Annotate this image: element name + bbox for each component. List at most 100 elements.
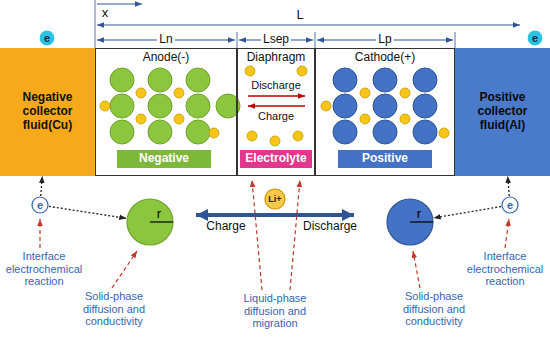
flow-label: Discharge (251, 79, 301, 92)
charge-discharge-arrow (196, 213, 354, 217)
cell-ground (95, 48, 455, 176)
node-text: e (507, 199, 513, 212)
region-band: Negative (117, 150, 211, 168)
lithium-ions (293, 131, 303, 141)
leader-lines (112, 251, 137, 288)
cathode-particles (333, 68, 437, 144)
electron-path (41, 176, 43, 196)
node-text: Positive collector fluid(Al) (455, 91, 550, 132)
lithium-ions (360, 114, 370, 124)
lithium-ions (439, 128, 449, 138)
node-text: e (44, 32, 50, 45)
electron-symbol: e (38, 29, 56, 47)
anode-region: Anode(-)Negative (95, 48, 237, 176)
region-band: Electrolyte (240, 150, 312, 168)
anode-particles (148, 68, 172, 92)
lithium-ions (247, 131, 257, 141)
radius-line (150, 221, 173, 222)
current-collector: Negative collector fluid(Cu) (0, 48, 95, 176)
electron-symbol: e (501, 196, 519, 214)
process-note: Interface electrochemical reaction (463, 250, 547, 288)
dimension-arrows (237, 32, 238, 48)
lithium-ions (245, 66, 255, 76)
dimension-arrows (97, 24, 520, 25)
circle-shape (387, 199, 433, 245)
anode-particles (110, 68, 240, 144)
node-text: Diaphragm (247, 51, 306, 65)
electron-symbol: e (31, 196, 49, 214)
dimension-label: Lp (376, 33, 393, 47)
lithium-ions (270, 136, 280, 146)
process-note: Liquid-phase diffusion and migration (228, 292, 322, 330)
circle-outline (126, 198, 174, 246)
lithium-ions (209, 128, 219, 138)
lithium-ions (136, 88, 146, 98)
dimension-label: Ln (157, 33, 174, 47)
leader-lines (39, 219, 40, 248)
lithium-ions (297, 66, 307, 76)
lithium-ions (136, 114, 146, 124)
lithium-ions (400, 88, 410, 98)
flow-label: Charge (206, 220, 245, 234)
ion-flow-arrows (248, 105, 305, 107)
lithium-ions (100, 101, 110, 111)
cathode-particles (373, 120, 397, 144)
cathode-particles (373, 68, 397, 92)
dimension-label: L (294, 8, 305, 23)
anode-particles (110, 68, 134, 92)
cathode-region: Cathode(+) Positive (315, 48, 455, 176)
cathode-particle: r (386, 198, 434, 246)
circle-shape (502, 197, 518, 213)
node-text: Negative (139, 152, 189, 166)
leader-lines (505, 219, 509, 248)
region-band: Positive (338, 150, 432, 168)
anode-particles (110, 94, 134, 118)
cathode-particles (373, 94, 397, 118)
lithium-ions (174, 88, 184, 98)
anode-particle: r (126, 198, 174, 246)
lithium-ions (100, 66, 449, 146)
node-text: Cathode(+) (355, 51, 415, 65)
circle-shape (127, 199, 173, 245)
electron-symbol: e (526, 29, 544, 47)
circle-shape (32, 197, 48, 213)
cathode-particles (413, 68, 437, 92)
ion-flow-arrows (248, 95, 305, 97)
dimension-arrows (455, 32, 456, 48)
leader-lines (252, 180, 262, 290)
node-text: Negative collector fluid(Cu) (0, 91, 95, 132)
lithium-ion: Li+ (264, 188, 286, 210)
axis-label: x (102, 6, 109, 21)
electron-path (434, 207, 501, 218)
leader-lines (40, 180, 509, 290)
node-text: Li+ (268, 194, 281, 204)
cathode-particles (333, 68, 357, 92)
node-text: r (417, 207, 421, 222)
radius-line (410, 221, 433, 222)
dimension-arrows (95, 0, 96, 48)
ion-flow-arrows (248, 96, 305, 106)
circle-shape (527, 30, 543, 46)
anode-particles (148, 120, 172, 144)
cathode-particles (333, 120, 357, 144)
dimension-label: Lsep (261, 33, 291, 47)
node-text: r (157, 207, 161, 222)
lithium-ions (174, 114, 184, 124)
flow-label: Charge (258, 110, 294, 123)
process-note: Solid-phase diffusion and conductivity (70, 290, 158, 328)
anode-particles (186, 120, 210, 144)
node-text: e (532, 32, 538, 45)
flow-label: Discharge (303, 220, 357, 234)
dimension-arrows (95, 0, 520, 48)
node-text: Electrolyte (245, 152, 306, 166)
dimension-arrows (315, 32, 316, 48)
cathode-particles (413, 94, 437, 118)
lithium-ions (400, 114, 410, 124)
anode-particles (110, 120, 134, 144)
process-note: Solid-phase diffusion and conductivity (390, 290, 478, 328)
process-note: Interface electrochemical reaction (2, 250, 86, 288)
anode-particles (148, 94, 172, 118)
cathode-particles (333, 94, 357, 118)
circle-shape (265, 189, 285, 209)
